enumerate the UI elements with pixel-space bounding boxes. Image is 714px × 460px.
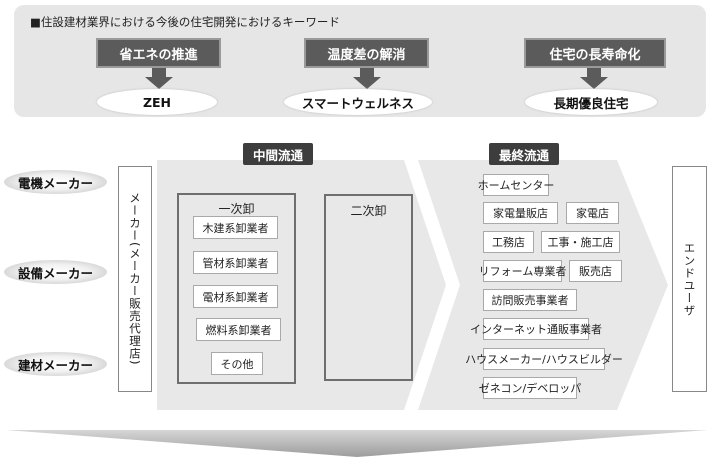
keyword-panel: ■住設建材業界における今後の住宅開発におけるキーワード 省エネの推進 ZEH 温…: [14, 5, 706, 117]
retail-item: ハウスメーカー/ハウスビルダー: [465, 348, 623, 370]
retail-item: 工務店: [483, 231, 534, 253]
maker-sales-label: メーカー(メーカー販売代理店): [128, 192, 142, 366]
final-band-arrow: [418, 160, 668, 410]
end-user-box: エンドユーザ: [672, 166, 707, 392]
retail-item: 訪問販売事業者: [483, 289, 577, 311]
primary-item: その他: [211, 352, 263, 375]
end-user-label: エンドユーザ: [682, 241, 697, 317]
keyword-temperature-difference: 温度差の解消: [304, 38, 429, 68]
final-distribution-label: 最終流通: [489, 143, 559, 165]
down-arrow-icon: [353, 68, 381, 89]
primary-item: 燃料系卸業者: [196, 318, 281, 341]
intermediate-distribution-label: 中間流通: [243, 143, 313, 165]
retail-item: 販売店: [569, 260, 622, 282]
primary-item: 管材系卸業者: [193, 251, 278, 274]
keyword-energy-saving: 省エネの推進: [96, 38, 221, 68]
retail-item: 家電店: [566, 202, 619, 224]
keyword-result-long-term-housing: 長期優良住宅: [525, 89, 657, 115]
primary-item: 電材系卸業者: [193, 285, 278, 308]
keyword-result-smart-wellness: スマートウェルネス: [284, 89, 432, 115]
primary-wholesale-title: 一次卸: [218, 202, 255, 216]
keyword-panel-title: ■住設建材業界における今後の住宅開発におけるキーワード: [30, 15, 340, 29]
retail-item: インターネット通販事業者: [470, 318, 602, 340]
maker-equipment: 設備メーカー: [4, 260, 107, 284]
keyword-long-life-housing: 住宅の長寿命化: [524, 38, 666, 68]
secondary-wholesale-title: 二次卸: [350, 204, 387, 218]
retail-item: リフォーム専業者: [479, 260, 566, 282]
primary-item: 木建系卸業者: [193, 216, 278, 239]
down-arrow-icon: [145, 68, 173, 89]
retail-item: 家電量販店: [483, 202, 558, 224]
maker-electric: 電機メーカー: [4, 170, 107, 194]
maker-sales-box: メーカー(メーカー販売代理店): [118, 166, 152, 392]
retail-item: ホームセンター: [478, 174, 554, 196]
retail-item: 工事・施工店: [541, 231, 620, 253]
keyword-result-zeh: ZEH: [97, 89, 217, 115]
down-arrow-icon: [580, 68, 608, 89]
maker-building-materials: 建材メーカー: [4, 352, 107, 376]
secondary-wholesale-group: 二次卸: [324, 194, 413, 381]
retail-item: ゼネコン/デベロッパ: [479, 377, 581, 399]
bottom-arrow: [6, 430, 708, 457]
